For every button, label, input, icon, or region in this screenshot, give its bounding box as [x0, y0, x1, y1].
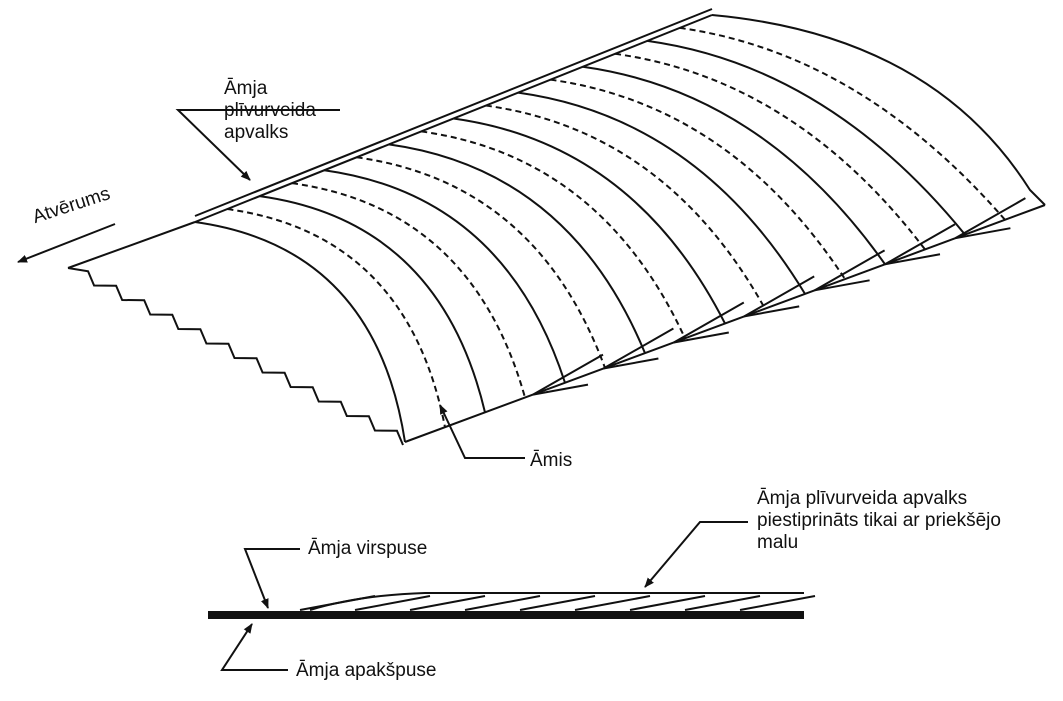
label-spar: Āmis: [530, 450, 573, 471]
veil-slat-section: [739, 595, 816, 611]
veil-slat-dashed: [356, 156, 606, 369]
veil-slat-section: [684, 595, 761, 611]
veil-slat-section: [519, 595, 596, 611]
rib: [259, 195, 486, 413]
veil-slat-section: [299, 595, 376, 611]
arrow-opening: [17, 223, 116, 263]
cross-section: [208, 592, 816, 619]
leader-veil-cover: [175, 109, 340, 181]
front-rib: [194, 221, 406, 443]
veil-slat-dashed: [614, 52, 926, 251]
label-top-side: Āmja virspuse: [308, 538, 428, 559]
veil-slat-dashed: [550, 78, 846, 280]
leader-spar: [439, 404, 525, 459]
veil-slat-end: [743, 275, 815, 318]
veil-slat-section: [464, 595, 541, 611]
veil-slat-end: [602, 327, 674, 370]
veil-slat-end: [814, 249, 886, 292]
spar-section-bar: [208, 611, 804, 619]
veil-slat-section: [629, 595, 706, 611]
veil-slat-end: [673, 301, 745, 344]
rib: [453, 117, 726, 324]
veil-slat-section: [574, 595, 651, 611]
rib: [517, 91, 806, 295]
veil-slat-end: [884, 223, 956, 266]
veil-cover-edge: [194, 8, 713, 217]
front-face-top: [67, 221, 196, 269]
leader-bottom-side: [220, 623, 288, 671]
leader-veil-attached: [644, 521, 748, 588]
veil-slat-dashed: [291, 182, 526, 398]
veil-slat-section: [354, 595, 431, 611]
rib: [324, 169, 566, 384]
veil-slat-dashed: [227, 208, 446, 428]
front-face-cut-edge: [67, 267, 404, 446]
leader-lines: [17, 109, 748, 671]
label-bottom-side: Āmja apakšpuse: [296, 660, 437, 681]
veil-slat-section: [409, 595, 486, 611]
rib: [647, 39, 966, 236]
label-veil-cover: Āmja plīvurveida apvalks: [224, 78, 316, 143]
label-veil-attached: Āmja plīvurveida apvalks piestiprināts t…: [757, 488, 1001, 553]
end-rib: [711, 14, 1046, 206]
veil-slat-dashed: [485, 104, 766, 310]
veil-slat-dashed: [679, 26, 1006, 221]
veil-slat-dashed: [421, 130, 686, 339]
rib: [388, 143, 646, 354]
veil-slat-end: [954, 197, 1026, 240]
rib: [582, 65, 886, 265]
leader-top-side: [243, 548, 300, 609]
veil-slat-end: [532, 353, 604, 396]
